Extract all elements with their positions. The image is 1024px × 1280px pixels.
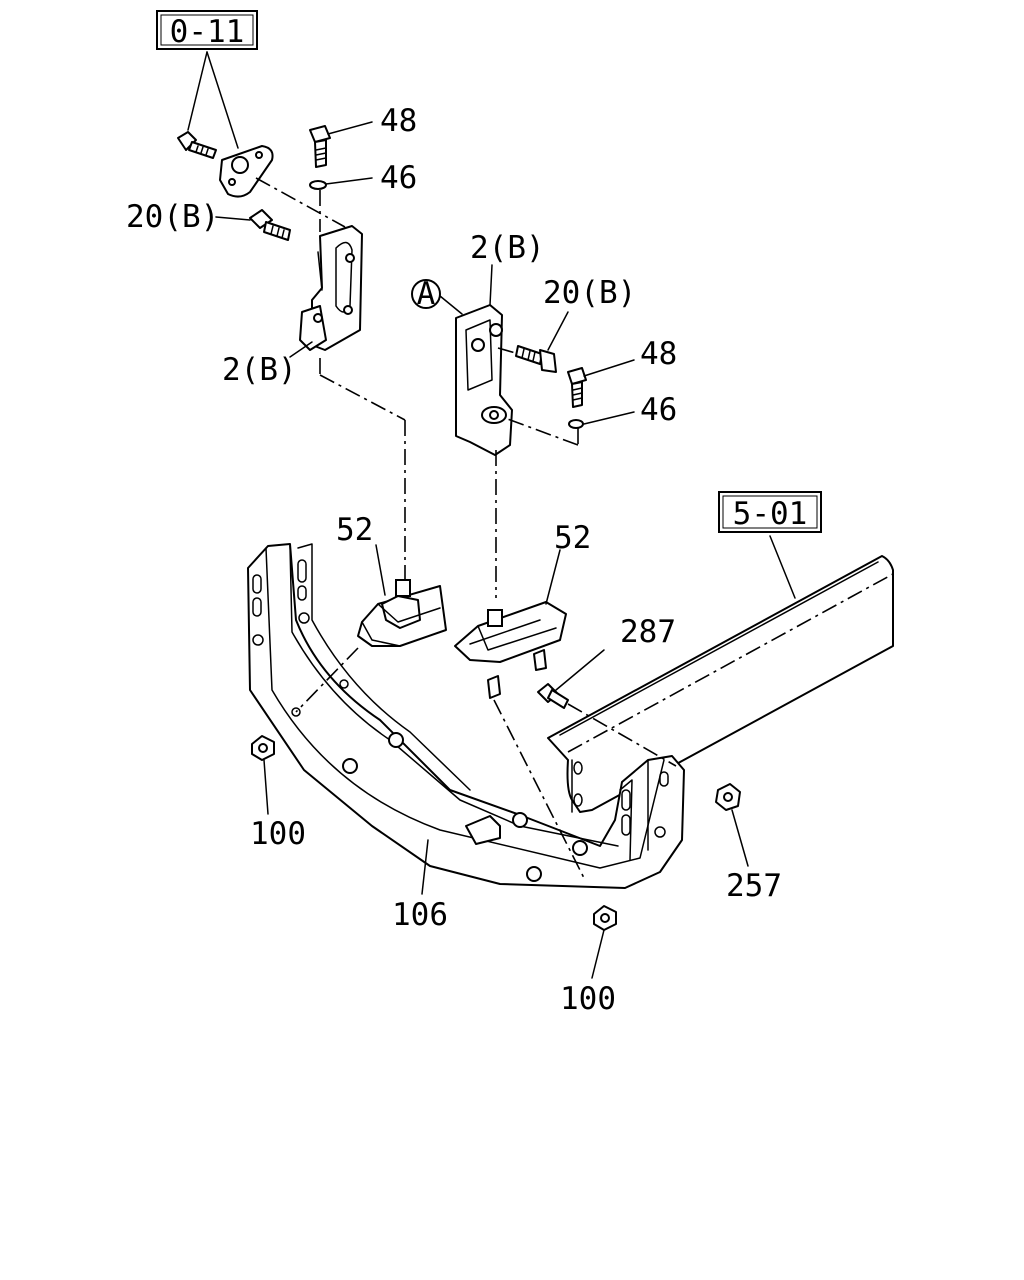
callout-a-text: A bbox=[417, 276, 436, 312]
crossmember bbox=[247, 543, 685, 889]
engine-bracket-right bbox=[455, 304, 513, 456]
label-46-top: 46 bbox=[380, 160, 417, 196]
engine-mount-left bbox=[357, 579, 447, 647]
label-46-right: 46 bbox=[640, 392, 677, 428]
label-52-left: 52 bbox=[336, 512, 373, 548]
label-257: 257 bbox=[726, 868, 782, 904]
callout-a[interactable]: A bbox=[411, 276, 441, 312]
nut-100-left bbox=[251, 735, 275, 761]
ref-label-5-01: 5-01 bbox=[733, 496, 808, 532]
label-106: 106 bbox=[392, 897, 448, 933]
bolt-20b-right bbox=[515, 345, 557, 373]
label-2b-left: 2(B) bbox=[222, 352, 297, 388]
bolt-287 bbox=[537, 683, 569, 709]
label-100-left: 100 bbox=[250, 816, 306, 852]
label-48-top: 48 bbox=[380, 103, 417, 139]
nut-257 bbox=[715, 783, 741, 811]
label-2b-right: 2(B) bbox=[470, 230, 545, 266]
washer-46-top bbox=[309, 180, 327, 190]
label-20b-right: 20(B) bbox=[543, 275, 636, 311]
label-287: 287 bbox=[620, 614, 676, 650]
nut-100-bottom bbox=[593, 905, 617, 931]
label-48-right: 48 bbox=[640, 336, 677, 372]
bolt-20b-left bbox=[249, 209, 291, 241]
label-20b-left: 20(B) bbox=[126, 199, 219, 235]
label-100-bottom: 100 bbox=[560, 981, 616, 1017]
bolt-0-11 bbox=[177, 131, 217, 159]
flange-plate bbox=[219, 145, 274, 198]
washer-46-right bbox=[568, 419, 584, 429]
ref-box-5-01[interactable]: 5-01 bbox=[718, 491, 822, 533]
engine-bracket-left bbox=[299, 225, 363, 351]
engine-mount-right bbox=[454, 601, 567, 699]
bolt-48-right bbox=[567, 367, 587, 408]
label-52-right: 52 bbox=[554, 520, 591, 556]
frame-rail bbox=[547, 555, 894, 813]
ref-label-0-11: 0-11 bbox=[170, 14, 245, 50]
bolt-48-top bbox=[309, 125, 331, 168]
ref-box-0-11[interactable]: 0-11 bbox=[156, 10, 258, 50]
